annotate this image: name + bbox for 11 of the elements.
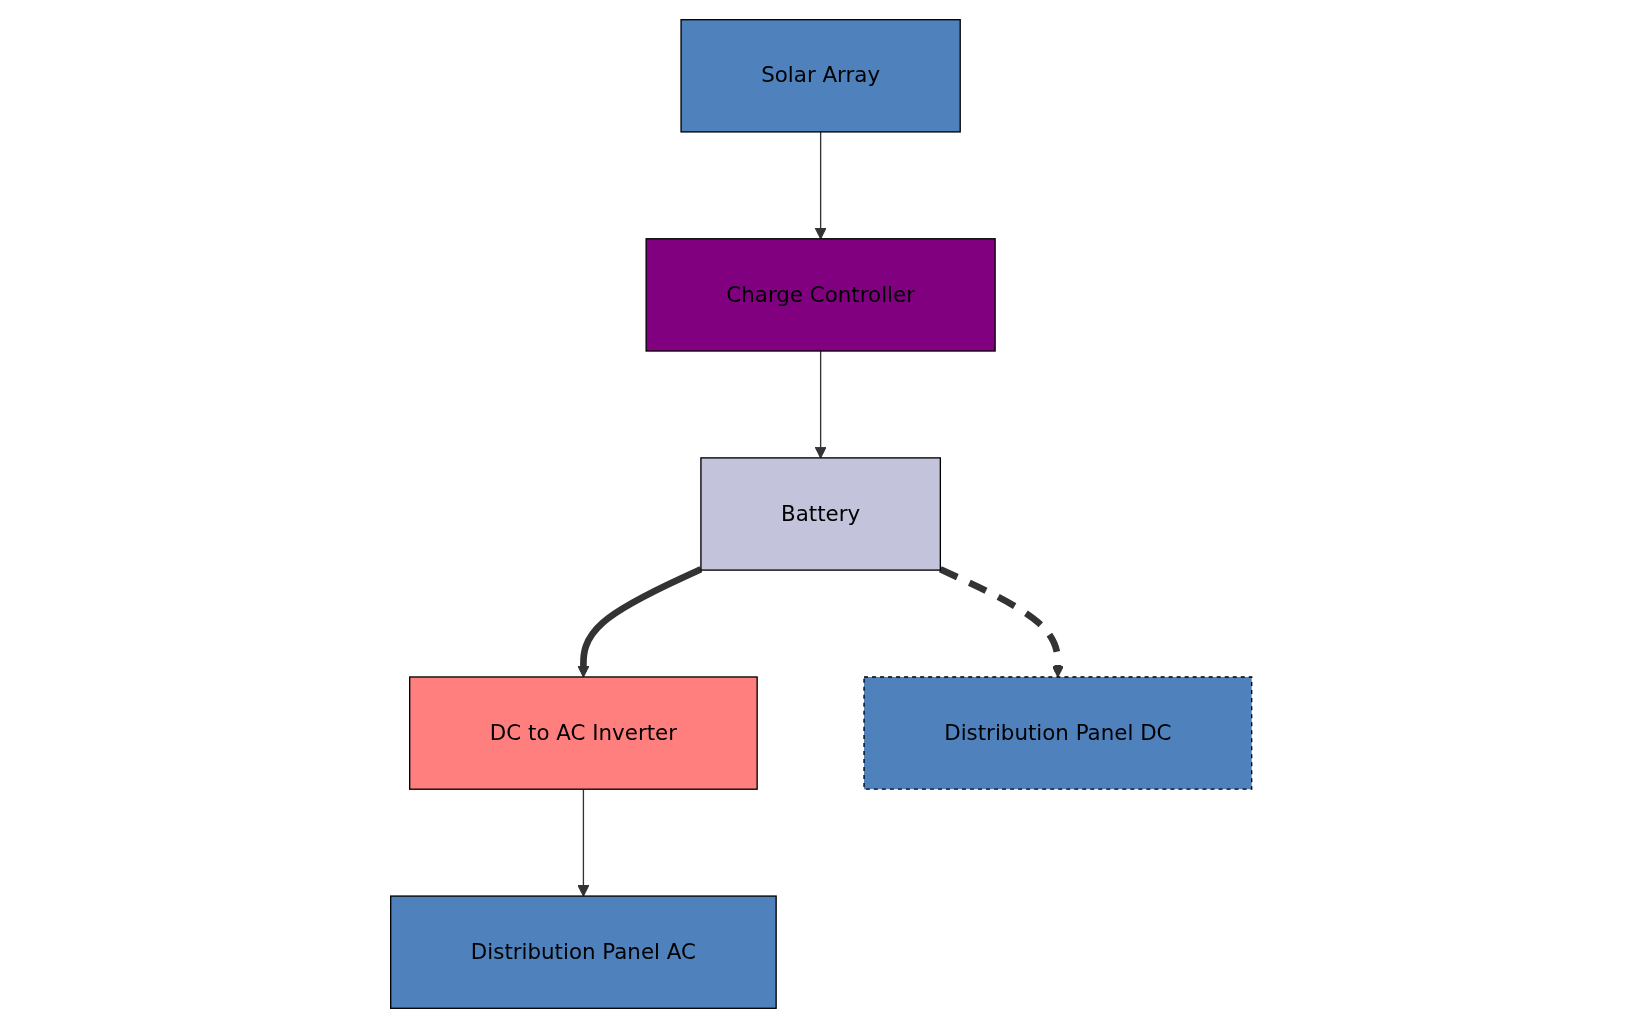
arrow: [577, 788, 590, 897]
node-box: Battery: [700, 457, 941, 571]
arrow: [814, 350, 827, 459]
node-box: DC to AC Inverter: [408, 676, 758, 790]
arrow: [814, 131, 827, 240]
arrow: [577, 566, 703, 678]
node-box: Charge Controller: [645, 238, 996, 352]
arrow: [938, 566, 1064, 678]
node-box: Distribution Panel AC: [389, 895, 777, 1009]
node-box: Solar Array: [680, 19, 961, 133]
node-box: Distribution Panel DC: [863, 676, 1253, 790]
